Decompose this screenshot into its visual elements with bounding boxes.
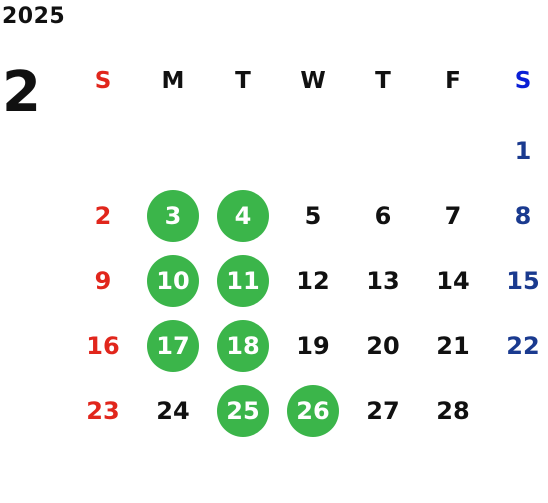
- highlighted-day-number: 3: [147, 189, 199, 242]
- day-cell[interactable]: 13: [348, 248, 418, 313]
- day-cell[interactable]: 24: [138, 378, 208, 443]
- day-number: 6: [374, 201, 392, 230]
- day-number: 13: [366, 266, 400, 295]
- weekday-header: S: [514, 67, 532, 94]
- day-cell[interactable]: 2: [68, 183, 138, 248]
- highlighted-day-number: 11: [217, 254, 269, 307]
- day-cell[interactable]: 1: [488, 118, 548, 183]
- day-cell[interactable]: 14: [418, 248, 488, 313]
- year-label: 2025: [2, 4, 66, 29]
- day-cell[interactable]: 4: [208, 183, 278, 248]
- day-cell[interactable]: 8: [488, 183, 548, 248]
- highlighted-day-number: 26: [287, 384, 339, 437]
- weekday-header: S: [94, 67, 112, 94]
- day-number: 9: [94, 266, 112, 295]
- day-number: 27: [366, 396, 400, 425]
- day-cell[interactable]: 16: [68, 313, 138, 378]
- weekday-header: T: [235, 67, 251, 94]
- day-cell[interactable]: 3: [138, 183, 208, 248]
- day-cell[interactable]: 19: [278, 313, 348, 378]
- day-cell[interactable]: 20: [348, 313, 418, 378]
- highlighted-day-number: 4: [217, 189, 269, 242]
- day-cell[interactable]: 9: [68, 248, 138, 313]
- day-cell[interactable]: 15: [488, 248, 548, 313]
- day-cell[interactable]: 23: [68, 378, 138, 443]
- day-cell[interactable]: 12: [278, 248, 348, 313]
- day-cell[interactable]: 17: [138, 313, 208, 378]
- day-number: 22: [506, 331, 540, 360]
- day-number: 20: [366, 331, 400, 360]
- day-number: 15: [506, 266, 540, 295]
- day-cell[interactable]: 26: [278, 378, 348, 443]
- day-number: 28: [436, 396, 470, 425]
- highlighted-day-number: 25: [217, 384, 269, 437]
- highlighted-day-number: 18: [217, 319, 269, 372]
- month-number: 2: [2, 60, 41, 125]
- day-number: 14: [436, 266, 470, 295]
- day-number: 8: [514, 201, 532, 230]
- day-number: 16: [86, 331, 120, 360]
- day-number: 7: [444, 201, 462, 230]
- highlighted-day-number: 17: [147, 319, 199, 372]
- day-number: 24: [156, 396, 190, 425]
- day-cell[interactable]: 7: [418, 183, 488, 248]
- weekday-header: W: [300, 67, 326, 94]
- day-cell[interactable]: 27: [348, 378, 418, 443]
- day-number: 23: [86, 396, 120, 425]
- day-cell[interactable]: 18: [208, 313, 278, 378]
- day-number: 1: [514, 136, 532, 165]
- day-number: 2: [94, 201, 112, 230]
- day-cell[interactable]: 22: [488, 313, 548, 378]
- day-number: 21: [436, 331, 470, 360]
- day-cell[interactable]: 21: [418, 313, 488, 378]
- day-cell[interactable]: 10: [138, 248, 208, 313]
- weekday-header: F: [445, 67, 461, 94]
- day-number: 12: [296, 266, 330, 295]
- weekday-header: T: [375, 67, 391, 94]
- day-cell[interactable]: 6: [348, 183, 418, 248]
- day-cell[interactable]: 28: [418, 378, 488, 443]
- weekday-header: M: [161, 67, 185, 94]
- highlighted-day-number: 10: [147, 254, 199, 307]
- day-cell[interactable]: 25: [208, 378, 278, 443]
- day-cell[interactable]: 5: [278, 183, 348, 248]
- day-cell[interactable]: 11: [208, 248, 278, 313]
- day-number: 5: [304, 201, 322, 230]
- day-number: 19: [296, 331, 330, 360]
